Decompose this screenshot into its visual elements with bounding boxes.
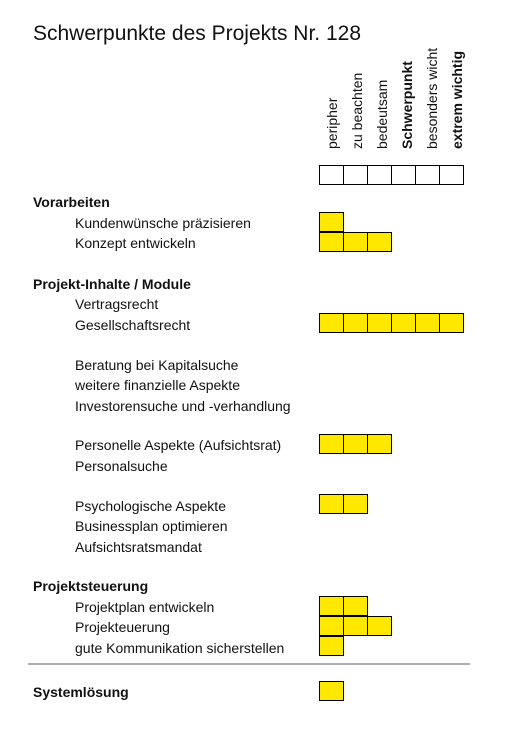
list-item: Aufsichtsratsmandat [75, 539, 202, 555]
rating-bar [319, 212, 344, 232]
rating-square [319, 313, 344, 333]
page-title: Schwerpunkte des Projekts Nr. 128 [33, 22, 362, 45]
rating-square [319, 232, 344, 252]
rating-bar [319, 616, 392, 636]
rating-square [367, 313, 392, 333]
list-item: Konzept entwickeln [75, 235, 196, 251]
rating-square [343, 434, 368, 454]
list-item: Businessplan optimieren [75, 518, 228, 534]
list-item: gute Kommunikation sicherstellen [75, 640, 285, 656]
scale-header-boxes [319, 165, 469, 185]
rating-square [343, 596, 368, 616]
rating-square [415, 313, 440, 333]
rating-square [391, 313, 416, 333]
section-heading-projekt-inhalte: Projekt-Inhalte / Module [33, 276, 191, 292]
scale-header-cell [415, 165, 440, 185]
list-item: Beratung bei Kapitalsuche [75, 357, 239, 373]
rating-bar [319, 434, 392, 454]
rating-square [319, 434, 344, 454]
scale-header-cell [319, 165, 344, 185]
rating-square [343, 494, 368, 514]
list-item: Vertragsrecht [75, 296, 159, 312]
rating-square [367, 434, 392, 454]
section-heading-projektsteuerung: Projektsteuerung [33, 578, 149, 594]
list-item: Personalsuche [75, 458, 168, 474]
scale-header-cell [391, 165, 416, 185]
scale-header-cell [367, 165, 392, 185]
list-item: Kundenwünsche präzisieren [75, 215, 251, 231]
rating-bar [319, 596, 368, 616]
rating-bar [319, 494, 368, 514]
rating-bar [319, 313, 464, 333]
rating-bar [319, 232, 392, 252]
list-item: Personelle Aspekte (Aufsichtsrat) [75, 437, 282, 453]
list-item: Projekteuerung [75, 619, 170, 635]
rating-square [343, 313, 368, 333]
section-divider [28, 663, 470, 665]
section-heading-vorarbeiten: Vorarbeiten [33, 194, 110, 210]
rating-bar [319, 636, 344, 656]
list-item: weitere finanzielle Aspekte [75, 377, 240, 393]
rating-square [319, 596, 344, 616]
rating-square [439, 313, 464, 333]
list-item: Psychologische Aspekte [75, 498, 226, 514]
rating-bar [319, 681, 344, 701]
rating-square [319, 681, 344, 701]
list-item: Projektplan entwickeln [75, 599, 215, 615]
scale-header-cell [439, 165, 464, 185]
scale-header-cell [343, 165, 368, 185]
section-heading-systemloesung: Systemlösung [33, 684, 129, 700]
rating-square [367, 232, 392, 252]
rating-square [319, 636, 344, 656]
list-item: Gesellschaftsrecht [75, 317, 191, 333]
rating-square [343, 232, 368, 252]
list-item: Investorensuche und -verhandlung [75, 398, 291, 414]
rating-square [343, 616, 368, 636]
rating-square [319, 616, 344, 636]
rating-square [319, 212, 344, 232]
rating-square [319, 494, 344, 514]
rating-square [367, 616, 392, 636]
